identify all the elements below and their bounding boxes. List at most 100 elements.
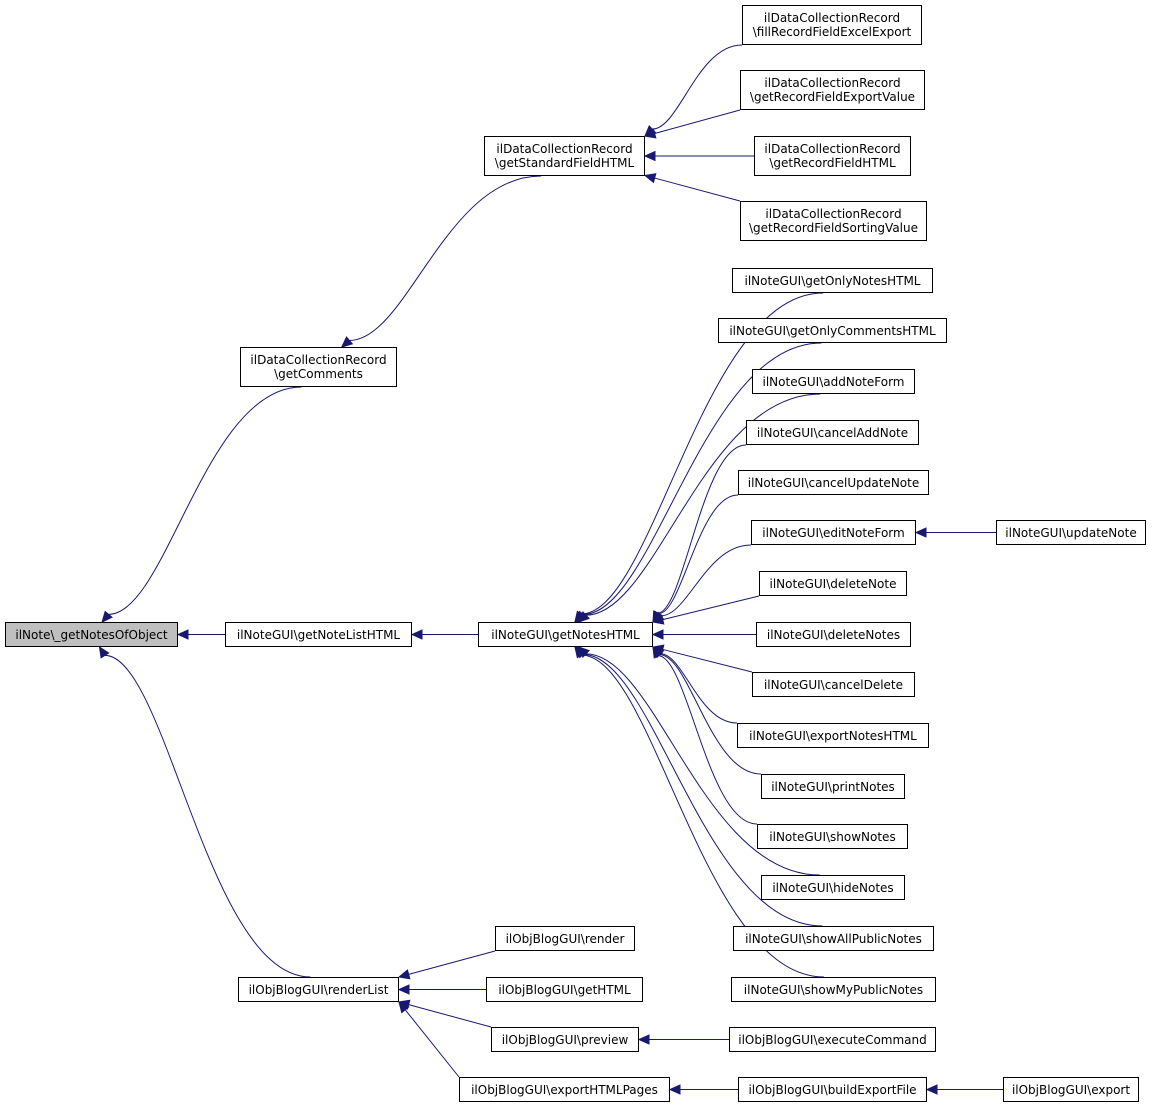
edge-arrowhead bbox=[577, 610, 590, 623]
node-label-line: ilNoteGUI\getNoteListHTML bbox=[236, 627, 401, 642]
edge-arrowhead bbox=[574, 646, 586, 659]
node-label-line: ilObjBlogGUI\executeCommand bbox=[738, 1032, 927, 1047]
edge-arrowhead bbox=[340, 336, 354, 348]
node-ilobjbloggui-render[interactable]: ilObjBlogGUI\render bbox=[495, 926, 635, 951]
edge-n_blog_renderList-to-n_getNotesOfObject bbox=[104, 654, 311, 978]
node-ilnotegui-printnotes[interactable]: ilNoteGUI\printNotes bbox=[761, 774, 905, 799]
node-ilobjbloggui-exporthtmlpages[interactable]: ilObjBlogGUI\exportHTMLPages bbox=[459, 1077, 670, 1102]
node-label-line: \getComments bbox=[274, 367, 363, 381]
node-ilnotegui-updatenote[interactable]: ilNoteGUI\updateNote bbox=[996, 520, 1146, 545]
edge-n_notegui_deleteNote-to-n_notegui_getNotesHTML bbox=[662, 595, 760, 621]
node-label-line: ilDataCollectionRecord bbox=[763, 11, 901, 25]
node-label-line: \getRecordFieldHTML bbox=[769, 156, 896, 170]
edge-n_dcr_getRecordFieldExportValue-to-n_dcr_getStandardFieldHTML bbox=[654, 109, 741, 135]
node-ilnotegui-addnoteform[interactable]: ilNoteGUI\addNoteForm bbox=[752, 369, 915, 394]
node-ildatacollectionrecord-getrecordfieldhtml[interactable]: ilDataCollectionRecord \getRecordFieldHT… bbox=[754, 136, 911, 176]
node-label-line: ilNoteGUI\deleteNotes bbox=[766, 627, 901, 642]
node-label-line: \fillRecordFieldExcelExport bbox=[752, 25, 912, 39]
edge-n_notegui_printNotes-to-n_notegui_getNotesHTML bbox=[659, 654, 762, 775]
edge-arrowhead bbox=[668, 1084, 681, 1095]
edge-arrowhead bbox=[398, 1001, 410, 1014]
node-ilnotegui-canceladdnote[interactable]: ilNoteGUI\cancelAddNote bbox=[746, 420, 919, 445]
node-label-line: ilNoteGUI\exportNotesHTML bbox=[749, 728, 917, 743]
node-label-line: ilObjBlogGUI\preview bbox=[501, 1032, 629, 1047]
edge-n_notegui_showAllPublicNotes-to-n_notegui_getNotesHTML bbox=[583, 654, 823, 927]
edge-arrowhead bbox=[176, 629, 189, 640]
node-label-line: ilNoteGUI\showAllPublicNotes bbox=[745, 931, 922, 946]
node-ilobjbloggui-export[interactable]: ilObjBlogGUI\export bbox=[1003, 1077, 1139, 1102]
node-label-line: ilNoteGUI\addNoteForm bbox=[762, 374, 905, 389]
edge-arrowhead bbox=[101, 610, 113, 623]
node-label-line: ilObjBlogGUI\export bbox=[1011, 1082, 1131, 1097]
node-ilnote-getnotesofobject[interactable]: ilNote\_getNotesOfObject bbox=[5, 622, 178, 647]
edge-n_dcr_fillRecordFieldExcelExport-to-n_dcr_getStandardFieldHTML bbox=[652, 44, 743, 130]
node-ilnotegui-shownotes[interactable]: ilNoteGUI\showNotes bbox=[757, 824, 908, 849]
edge-n_blog_preview-to-n_blog_renderList bbox=[408, 1004, 492, 1028]
node-label-line: ilObjBlogGUI\renderList bbox=[248, 982, 389, 997]
node-ilobjbloggui-gethtml[interactable]: ilObjBlogGUI\getHTML bbox=[486, 977, 643, 1002]
node-ilnotegui-cancelupdatenote[interactable]: ilNoteGUI\cancelUpdateNote bbox=[738, 470, 929, 495]
edge-n_notegui_getOnlyCommentsHTML-to-n_notegui_getNotesHTML bbox=[583, 342, 822, 615]
edge-n_blog_exportHTMLPages-to-n_blog_renderList bbox=[404, 1009, 460, 1078]
node-label-line: ilObjBlogGUI\getHTML bbox=[498, 982, 631, 997]
node-label-line: ilNote\_getNotesOfObject bbox=[15, 627, 168, 642]
node-label-line: ilNoteGUI\updateNote bbox=[1005, 525, 1137, 540]
node-ilnotegui-getnotelisthtml[interactable]: ilNoteGUI\getNoteListHTML bbox=[225, 622, 412, 647]
node-ildatacollectionrecord-getcomments[interactable]: ilDataCollectionRecord \getComments bbox=[240, 347, 397, 387]
node-ilnotegui-getonlycommentshtml[interactable]: ilNoteGUI\getOnlyCommentsHTML bbox=[718, 318, 947, 343]
node-ilnotegui-getnoteshtml[interactable]: ilNoteGUI\getNotesHTML bbox=[478, 622, 653, 647]
edge-n_notegui_cancelAddNote-to-n_notegui_getNotesHTML bbox=[657, 444, 747, 614]
node-ilobjbloggui-executecommand[interactable]: ilObjBlogGUI\executeCommand bbox=[729, 1027, 936, 1052]
node-ilobjbloggui-renderlist[interactable]: ilObjBlogGUI\renderList bbox=[238, 977, 399, 1002]
node-ilnotegui-hidenotes[interactable]: ilNoteGUI\hideNotes bbox=[761, 875, 905, 900]
edge-arrowhead bbox=[397, 984, 410, 995]
node-ilnotegui-editnoteform[interactable]: ilNoteGUI\editNoteForm bbox=[751, 520, 916, 545]
node-label-line: ilNoteGUI\showMyPublicNotes bbox=[743, 982, 924, 997]
edge-arrowhead bbox=[643, 173, 657, 184]
edge-arrowhead bbox=[397, 969, 411, 980]
edge-arrowhead bbox=[651, 614, 665, 625]
edge-n_notegui_editNoteForm-to-n_notegui_getNotesHTML bbox=[660, 544, 752, 617]
edge-arrowhead bbox=[925, 1084, 938, 1095]
edge-n_notegui_hideNotes-to-n_notegui_getNotesHTML bbox=[585, 653, 820, 876]
node-label-line: ilNoteGUI\showNotes bbox=[769, 829, 896, 844]
node-label-line: ilDataCollectionRecord bbox=[764, 76, 901, 90]
node-label-line: ilNoteGUI\printNotes bbox=[771, 779, 895, 794]
node-ildatacollectionrecord-fillrecordfieldexcelexport[interactable]: ilDataCollectionRecord \fillRecordFieldE… bbox=[742, 5, 922, 45]
node-ilnotegui-showmypublicnotes[interactable]: ilNoteGUI\showMyPublicNotes bbox=[731, 977, 936, 1002]
node-ilnotegui-getonlynoteshtml[interactable]: ilNoteGUI\getOnlyNotesHTML bbox=[732, 268, 933, 293]
edge-n_notegui_showNotes-to-n_notegui_getNotesHTML bbox=[657, 655, 758, 825]
edge-n_notegui_cancelUpdateNote-to-n_notegui_getNotesHTML bbox=[658, 494, 739, 615]
node-label-line: ilNoteGUI\cancelDelete bbox=[763, 677, 904, 692]
edge-arrowhead bbox=[651, 629, 664, 640]
node-ilnotegui-canceldelete[interactable]: ilNoteGUI\cancelDelete bbox=[752, 672, 915, 697]
node-label-line: ilNoteGUI\cancelAddNote bbox=[756, 425, 909, 440]
node-ildatacollectionrecord-getrecordfieldexportvalue[interactable]: ilDataCollectionRecord \getRecordFieldEx… bbox=[740, 70, 925, 110]
node-label-line: ilDataCollectionRecord bbox=[765, 207, 902, 221]
edge-n_dcr_getRecordFieldSortingValue-to-n_dcr_getStandardFieldHTML bbox=[654, 177, 741, 202]
edge-arrowhead bbox=[643, 150, 656, 162]
node-ilobjbloggui-buildexportfile[interactable]: ilObjBlogGUI\buildExportFile bbox=[738, 1077, 927, 1102]
node-label-line: ilObjBlogGUI\render bbox=[505, 931, 625, 946]
node-label-line: ilNoteGUI\getOnlyCommentsHTML bbox=[729, 323, 936, 338]
edge-n_dcr_getStandardFieldHTML-to-n_dcr_getComments bbox=[349, 175, 542, 341]
node-label-line: \getStandardFieldHTML bbox=[494, 156, 635, 170]
edge-arrowhead bbox=[637, 1034, 650, 1045]
node-label-line: ilObjBlogGUI\buildExportFile bbox=[748, 1082, 917, 1097]
node-ilnotegui-showallpublicnotes[interactable]: ilNoteGUI\showAllPublicNotes bbox=[733, 926, 934, 951]
node-ilobjbloggui-preview[interactable]: ilObjBlogGUI\preview bbox=[491, 1027, 639, 1052]
node-label-line: ilDataCollectionRecord bbox=[496, 142, 633, 156]
node-ildatacollectionrecord-getstandardfieldhtml[interactable]: ilDataCollectionRecord \getStandardField… bbox=[484, 136, 645, 176]
node-ildatacollectionrecord-getrecordfieldsortingvalue[interactable]: ilDataCollectionRecord \getRecordFieldSo… bbox=[740, 201, 927, 241]
node-label-line: ilNoteGUI\editNoteForm bbox=[762, 525, 905, 540]
node-label-line: ilNoteGUI\getNotesHTML bbox=[491, 627, 640, 642]
node-label-line: \getRecordFieldSortingValue bbox=[748, 221, 918, 235]
node-ilnotegui-deletenotes[interactable]: ilNoteGUI\deleteNotes bbox=[756, 622, 911, 647]
node-label-line: ilNoteGUI\deleteNote bbox=[769, 576, 897, 591]
node-ilnotegui-exportnoteshtml[interactable]: ilNoteGUI\exportNotesHTML bbox=[737, 723, 929, 748]
node-label-line: \getRecordFieldExportValue bbox=[749, 90, 916, 104]
node-label-line: ilDataCollectionRecord bbox=[764, 142, 901, 156]
node-ilnotegui-deletenote[interactable]: ilNoteGUI\deleteNote bbox=[759, 571, 907, 596]
node-label-line: ilNoteGUI\hideNotes bbox=[772, 880, 894, 895]
